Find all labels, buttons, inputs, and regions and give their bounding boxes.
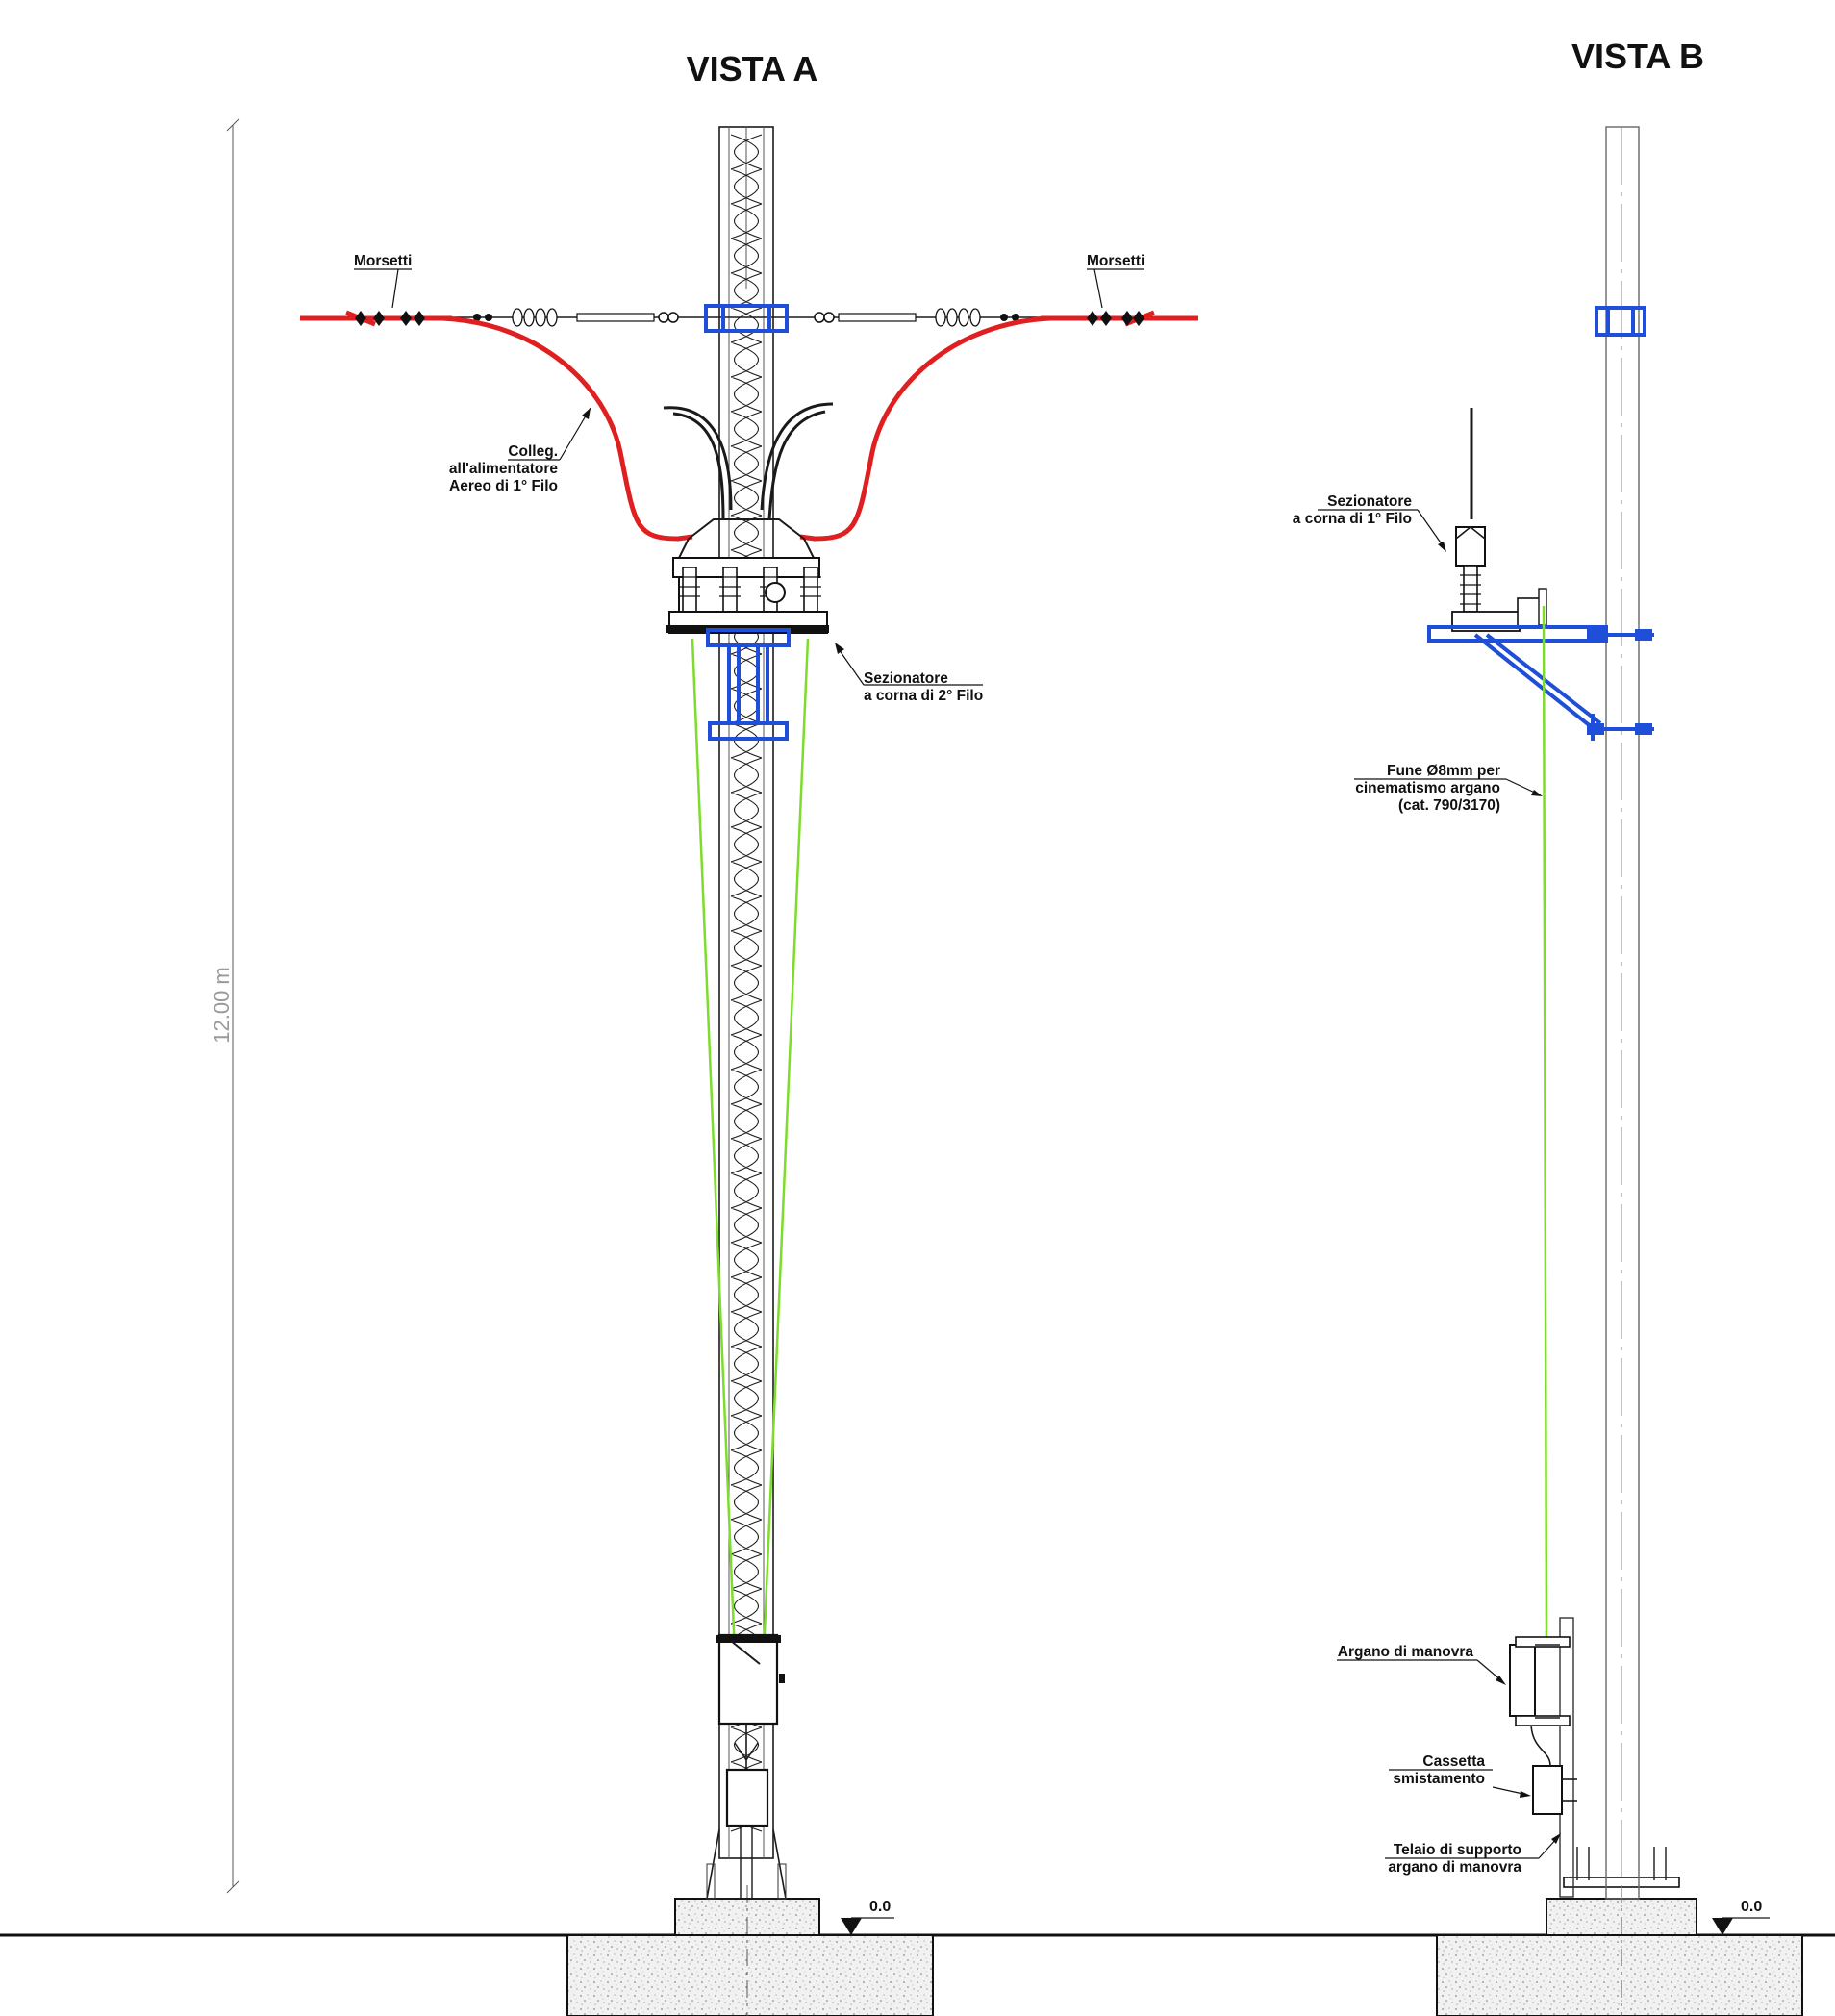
height-dimension: 12.00 m <box>210 118 239 1894</box>
height-dimension-label: 12.00 m <box>210 967 234 1044</box>
insulator-left-icon <box>473 308 679 327</box>
svg-text:Telaio di supporto: Telaio di supporto <box>1394 1842 1521 1858</box>
svg-text:smistamento: smistamento <box>1393 1771 1485 1787</box>
level-marker-b: 0.0 <box>1712 1899 1770 1935</box>
svg-text:(cat. 790/3170): (cat. 790/3170) <box>1398 797 1500 814</box>
svg-text:Sezionatore: Sezionatore <box>864 670 948 687</box>
pole-clamp-top-a <box>704 304 789 333</box>
junction-box-a <box>725 1724 769 1899</box>
svg-text:all'alimentatore: all'alimentatore <box>449 461 558 477</box>
svg-text:Cassetta: Cassetta <box>1422 1753 1485 1770</box>
operating-rope-a <box>691 638 810 1655</box>
level-marker-a: 0.0 <box>841 1899 894 1935</box>
operating-rope-b <box>1542 605 1548 1646</box>
view-a-title: VISTA A <box>687 49 818 88</box>
svg-text:Aereo di 1° Filo: Aereo di 1° Filo <box>449 478 558 494</box>
junction-box-b <box>1530 1725 1577 1815</box>
svg-text:cinematismo argano: cinematismo argano <box>1355 780 1500 796</box>
label-telaio: Telaio di supporto argano di manovra <box>1385 1833 1561 1876</box>
disconnector-1st-wire <box>1451 408 1547 632</box>
view-b-title: VISTA B <box>1571 37 1704 76</box>
morsetti-clamps-icon <box>355 311 1144 326</box>
level-label-a: 0.0 <box>869 1899 891 1915</box>
svg-text:Morsetti: Morsetti <box>354 253 412 269</box>
svg-text:Morsetti: Morsetti <box>1087 253 1144 269</box>
label-argano: Argano di manovra <box>1337 1644 1506 1685</box>
label-sezionatore-1: Sezionatore a corna di 1° Filo <box>1293 493 1446 552</box>
svg-text:Fune Ø8mm per: Fune Ø8mm per <box>1387 763 1500 779</box>
lattice-pole-a <box>706 126 787 1900</box>
insulator-right-icon <box>814 308 1019 327</box>
label-fune: Fune Ø8mm per cinematismo argano (cat. 7… <box>1354 763 1543 814</box>
svg-text:Argano di manovra: Argano di manovra <box>1338 1644 1474 1660</box>
label-morsetti-left: Morsetti <box>354 253 412 309</box>
winch-box-a <box>716 1633 785 1726</box>
svg-text:Sezionatore: Sezionatore <box>1327 493 1412 510</box>
switch-bracket-a <box>706 628 791 741</box>
bracket-b <box>1427 625 1654 741</box>
disconnector-2nd-wire <box>663 402 834 634</box>
pole-b <box>1576 126 1667 1900</box>
svg-text:a corna di 2° Filo: a corna di 2° Filo <box>864 688 983 704</box>
svg-text:Colleg.: Colleg. <box>508 443 558 460</box>
foundation-b <box>1436 1877 1803 2016</box>
foundation-a <box>566 1885 934 2016</box>
svg-text:a corna di 1° Filo: a corna di 1° Filo <box>1293 511 1412 527</box>
cross-wire-a <box>452 308 1041 327</box>
label-colleg: Colleg. all'alimentatore Aereo di 1° Fil… <box>449 407 591 494</box>
level-label-b: 0.0 <box>1741 1899 1762 1915</box>
pole-clamp-top-b <box>1595 306 1646 337</box>
label-cassetta: Cassetta smistamento <box>1389 1753 1531 1798</box>
feeder-wire <box>300 310 1198 542</box>
label-sezionatore-2: Sezionatore a corna di 2° Filo <box>835 643 983 704</box>
winch-b <box>1509 1617 1574 1898</box>
label-morsetti-right: Morsetti <box>1087 253 1144 309</box>
svg-text:argano di manovra: argano di manovra <box>1388 1859 1521 1876</box>
